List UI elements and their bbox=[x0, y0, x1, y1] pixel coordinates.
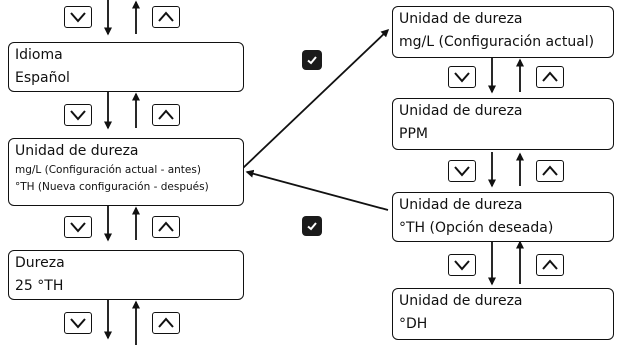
option-dh-title: Unidad de dureza bbox=[399, 293, 523, 309]
screen-option-dh: Unidad de dureza °DH bbox=[392, 288, 614, 340]
arrow-to-options bbox=[242, 28, 390, 169]
chevron-down-icon bbox=[70, 110, 86, 121]
chevron-down-icon bbox=[454, 166, 470, 177]
down-button[interactable] bbox=[64, 6, 92, 28]
option-th-value: °TH (Opción deseada) bbox=[399, 220, 554, 236]
chevron-down-icon bbox=[70, 318, 86, 329]
screen-language-value: Español bbox=[15, 70, 70, 86]
chevron-down-icon bbox=[70, 12, 86, 23]
check-icon bbox=[307, 222, 317, 231]
up-button[interactable] bbox=[152, 6, 180, 28]
chevron-up-icon bbox=[542, 71, 558, 82]
screen-unit-before: mg/L (Configuración actual - antes) bbox=[15, 164, 201, 176]
screen-option-th: Unidad de dureza °TH (Opción deseada) bbox=[392, 192, 614, 242]
down-button[interactable] bbox=[64, 312, 92, 334]
screen-unit-title: Unidad de dureza bbox=[15, 143, 139, 159]
screen-hardness-title: Dureza bbox=[15, 255, 65, 271]
down-button[interactable] bbox=[448, 66, 476, 88]
screen-hardness: Dureza 25 °TH bbox=[8, 250, 244, 300]
screen-option-ppm: Unidad de dureza PPM bbox=[392, 98, 614, 150]
screen-language: Idioma Español bbox=[8, 42, 244, 92]
up-button[interactable] bbox=[536, 254, 564, 276]
chevron-down-icon bbox=[70, 222, 86, 233]
chevron-up-icon bbox=[158, 11, 174, 22]
up-button[interactable] bbox=[152, 104, 180, 126]
chevron-up-icon bbox=[158, 317, 174, 328]
screen-unit-after: °TH (Nueva configuración - después) bbox=[15, 181, 209, 193]
option-ppm-title: Unidad de dureza bbox=[399, 103, 523, 119]
arrow-back-selection bbox=[245, 169, 389, 211]
option-mgl-title: Unidad de dureza bbox=[399, 11, 523, 27]
screen-hardness-unit-current: Unidad de dureza mg/L (Configuración act… bbox=[8, 138, 244, 206]
chevron-up-icon bbox=[158, 221, 174, 232]
up-button[interactable] bbox=[536, 66, 564, 88]
down-button[interactable] bbox=[64, 216, 92, 238]
option-th-title: Unidad de dureza bbox=[399, 197, 523, 213]
chevron-up-icon bbox=[158, 109, 174, 120]
down-button[interactable] bbox=[64, 104, 92, 126]
option-mgl-value: mg/L (Configuración actual) bbox=[399, 34, 595, 50]
option-dh-value: °DH bbox=[399, 316, 428, 332]
screen-option-mgl: Unidad de dureza mg/L (Configuración act… bbox=[392, 6, 614, 58]
confirm-button[interactable] bbox=[302, 216, 322, 236]
chevron-up-icon bbox=[542, 165, 558, 176]
down-button[interactable] bbox=[448, 254, 476, 276]
chevron-down-icon bbox=[454, 72, 470, 83]
check-icon bbox=[307, 56, 317, 65]
screen-language-title: Idioma bbox=[15, 47, 63, 63]
up-button[interactable] bbox=[152, 312, 180, 334]
confirm-button[interactable] bbox=[302, 50, 322, 70]
screen-hardness-value: 25 °TH bbox=[15, 278, 64, 294]
up-button[interactable] bbox=[536, 160, 564, 182]
down-button[interactable] bbox=[448, 160, 476, 182]
up-button[interactable] bbox=[152, 216, 180, 238]
chevron-down-icon bbox=[454, 260, 470, 271]
option-ppm-value: PPM bbox=[399, 126, 428, 142]
chevron-up-icon bbox=[542, 259, 558, 270]
